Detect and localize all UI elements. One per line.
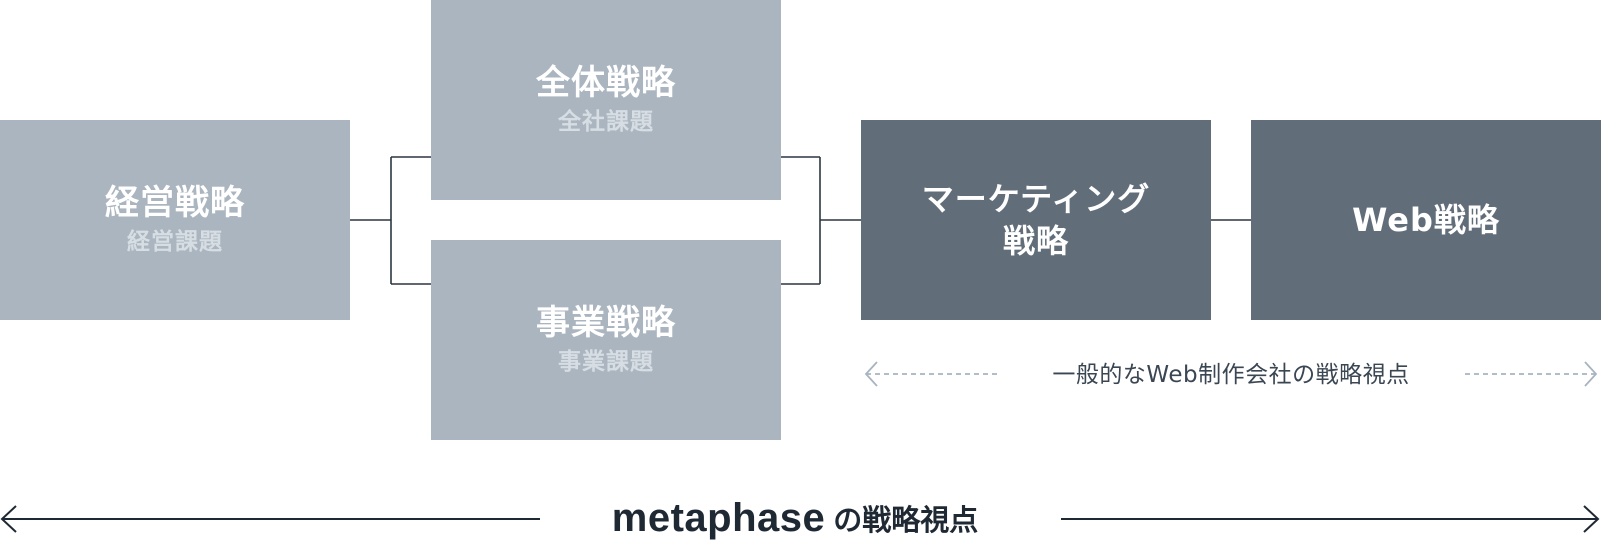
metaphase-scope-suffix: の戦略視点 bbox=[833, 503, 979, 537]
metaphase-scope-label: metaphase の戦略視点 bbox=[560, 490, 1030, 546]
box-keiei-senryaku: 経営戦略 経営課題 bbox=[0, 120, 350, 320]
box-zentai-senryaku: 全体戦略 全社課題 bbox=[431, 0, 781, 200]
box-zentai-title: 全体戦略 bbox=[536, 63, 676, 103]
box-jigyo-senryaku: 事業戦略 事業課題 bbox=[431, 240, 781, 440]
box-web-senryaku: Web戦略 bbox=[1251, 120, 1601, 320]
general-scope-label: 一般的なWeb制作会社の戦略視点 bbox=[1001, 355, 1461, 395]
box-jigyo-title: 事業戦略 bbox=[536, 303, 676, 343]
box-web-title: Web戦略 bbox=[1352, 201, 1500, 239]
box-keiei-subtitle: 経営課題 bbox=[127, 229, 223, 255]
box-keiei-title: 経営戦略 bbox=[105, 183, 245, 223]
box-marketing-senryaku: マーケティング 戦略 bbox=[861, 120, 1211, 320]
box-zentai-subtitle: 全社課題 bbox=[558, 109, 654, 135]
connector-merge-marketing bbox=[781, 156, 861, 285]
box-jigyo-subtitle: 事業課題 bbox=[558, 349, 654, 375]
box-marketing-title: マーケティング 戦略 bbox=[921, 180, 1151, 260]
connector-keiei-fork bbox=[350, 156, 431, 285]
metaphase-brand: metaphase bbox=[611, 495, 826, 540]
